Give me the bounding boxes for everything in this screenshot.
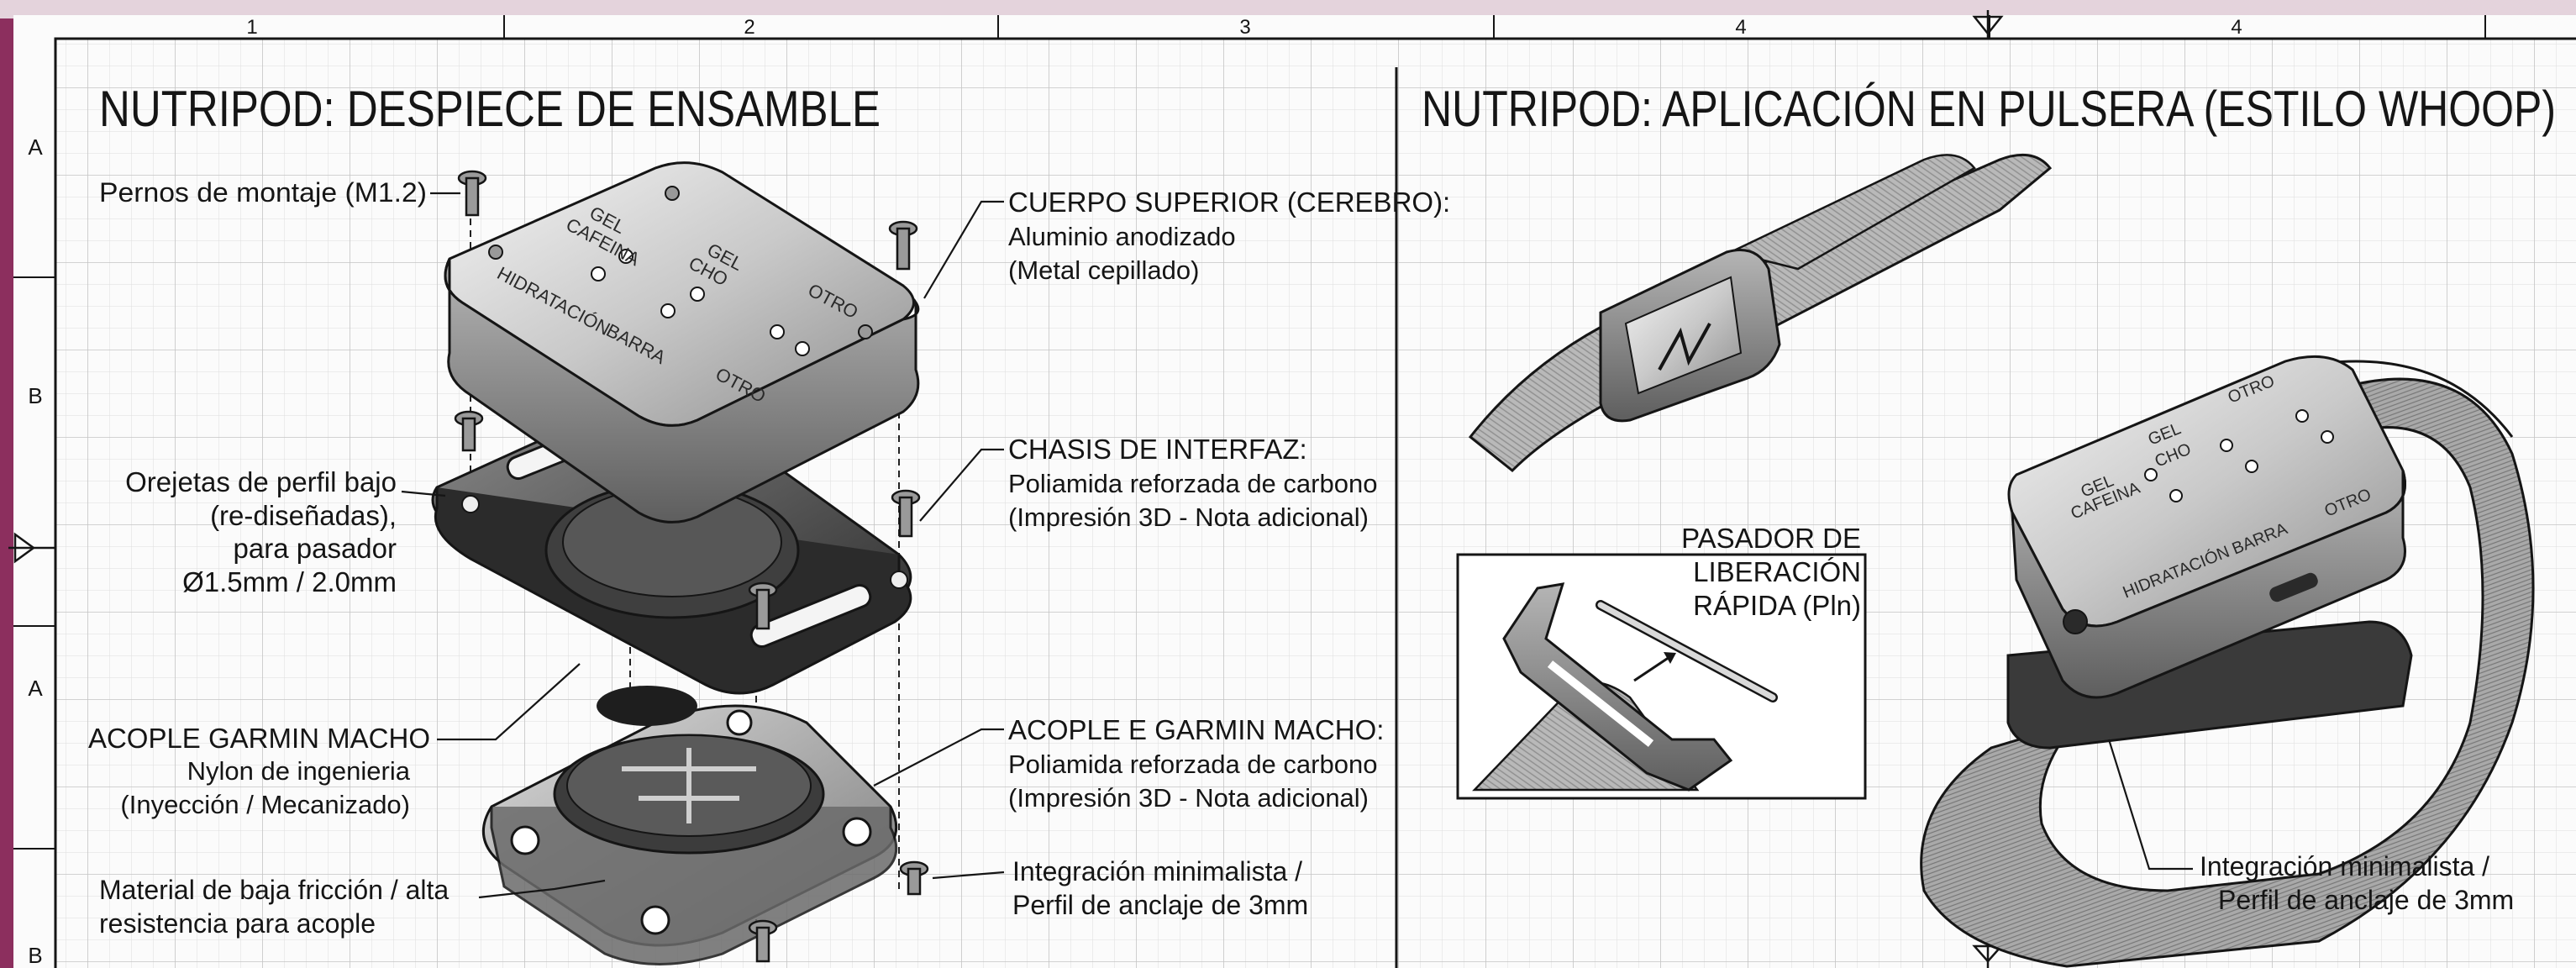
garmin-mount-base: [481, 704, 898, 965]
label-lugs-line4: Ø1.5mm / 2.0mm: [182, 566, 397, 597]
label-bolts: Pernos de montaje (M1.2): [99, 177, 427, 208]
label-lugs-line1: Orejetas de perfil bajo: [125, 466, 397, 497]
label-integration-left-1: Integración minimalista /: [1012, 856, 1302, 886]
label-lugs-line2: (re-diseñadas),: [210, 500, 397, 531]
bolt-icon: [454, 410, 484, 452]
pin-frame-icon: [1502, 582, 1733, 792]
label-chassis-2: Poliamida reforzada de carbono: [1008, 469, 1377, 498]
label-chassis-1: CHASIS DE INTERFAZ:: [1008, 434, 1307, 465]
left-labels: Pernos de montaje (M1.2) Orejetas de per…: [88, 177, 1450, 939]
top-body-aluminium: GEL CAFEINA GEL CHO OTRO HIDRATACIÓN BAR…: [444, 161, 920, 523]
label-top-body-3: (Metal cepillado): [1008, 255, 1199, 285]
brand-logo-icon: [1658, 323, 1711, 371]
row-dividers: [13, 276, 55, 850]
interface-chassis: [431, 396, 912, 726]
label-top-body-1: CUERPO SUPERIOR (CEREBRO):: [1008, 187, 1450, 218]
pin-label-line2: LIBERACIÓN: [1693, 556, 1861, 587]
label-lugs-line3: para pasador: [234, 533, 397, 564]
row-letter-a2: A: [28, 676, 43, 701]
row-letter-b2: B: [28, 943, 42, 968]
bolt-icon: [748, 581, 778, 630]
bolt-icon: [888, 220, 918, 271]
label-chassis-3: (Impresión 3D - Nota adicional): [1008, 502, 1369, 532]
label-garmin-male: ACOPLE GARMIN MACHO: [88, 723, 430, 754]
nutripod-on-wrist: GEL CAFEINA GEL CHO OTRO HIDRATACIÓN BAR…: [2006, 355, 2413, 750]
label-integration-right-1: Integración minimalista /: [2200, 851, 2489, 881]
row-letter-b1: B: [28, 383, 42, 408]
bolt-icon: [457, 170, 487, 217]
exploded-assembly-illustration: GEL CAFEINA GEL CHO OTRO HIDRATACIÓN BAR…: [431, 161, 929, 965]
label-integration-left-2: Perfil de anclaje de 3mm: [1012, 890, 1308, 920]
bolt-icon: [891, 489, 921, 538]
left-leader-lines: [401, 192, 1005, 899]
label-low-friction-1: Material de baja fricción / alta: [99, 875, 449, 905]
column-number-1: 1: [246, 16, 257, 39]
centering-mark-top-icon: [1972, 10, 2004, 39]
bolt-icon: [748, 919, 778, 963]
left-panel-title: NUTRIPOD: DESPIECE DE ENSAMBLE: [99, 81, 881, 137]
pin-label: PASADOR DE LIBERACIÓN RÁPIDA (Pln): [1681, 523, 1861, 621]
column-number-3: 3: [1239, 16, 1250, 39]
label-low-friction-2: resistencia para acople: [99, 908, 376, 939]
column-number-4a: 4: [1735, 16, 1746, 39]
inner-border: [54, 37, 2576, 968]
column-dividers: [503, 15, 2486, 39]
label-garmin-male-material-1: Nylon de ingenieria: [187, 756, 411, 786]
right-leader-line: [2107, 739, 2193, 871]
wristband-illustration: GEL CAFEINA GEL CHO OTRO HIDRATACIÓN BAR…: [1468, 153, 2535, 968]
label-garmin-male-material-2: (Inyección / Mecanizado): [120, 790, 410, 819]
label-integration-right-2: Perfil de anclaje de 3mm: [2218, 885, 2514, 915]
right-panel-title: NUTRIPOD: APLICACIÓN EN PULSERA (ESTILO …: [1422, 81, 2556, 137]
bolt-icon: [899, 860, 929, 896]
label-garmin-e-3: (Impresión 3D - Nota adicional): [1008, 783, 1369, 813]
pin-label-line3: RÁPIDA (Pln): [1693, 590, 1861, 621]
row-letter-a1: A: [28, 134, 43, 160]
column-number-4b: 4: [2231, 16, 2242, 39]
insert-arrow-icon: [1633, 654, 1673, 682]
pin-label-line1: PASADOR DE: [1681, 523, 1861, 554]
centering-mark-left-icon: [8, 532, 55, 564]
label-top-body-2: Aluminio anodizado: [1008, 222, 1236, 251]
quick-release-pin-inset: [1456, 553, 1867, 800]
mounting-bolts: [454, 170, 929, 963]
strap-with-buckle: [1468, 153, 2053, 473]
column-number-2: 2: [744, 16, 754, 39]
top-band: [0, 0, 2576, 18]
label-garmin-e-2: Poliamida reforzada de carbono: [1008, 750, 1377, 779]
label-garmin-e-1: ACOPLE E GARMIN MACHO:: [1008, 714, 1384, 745]
